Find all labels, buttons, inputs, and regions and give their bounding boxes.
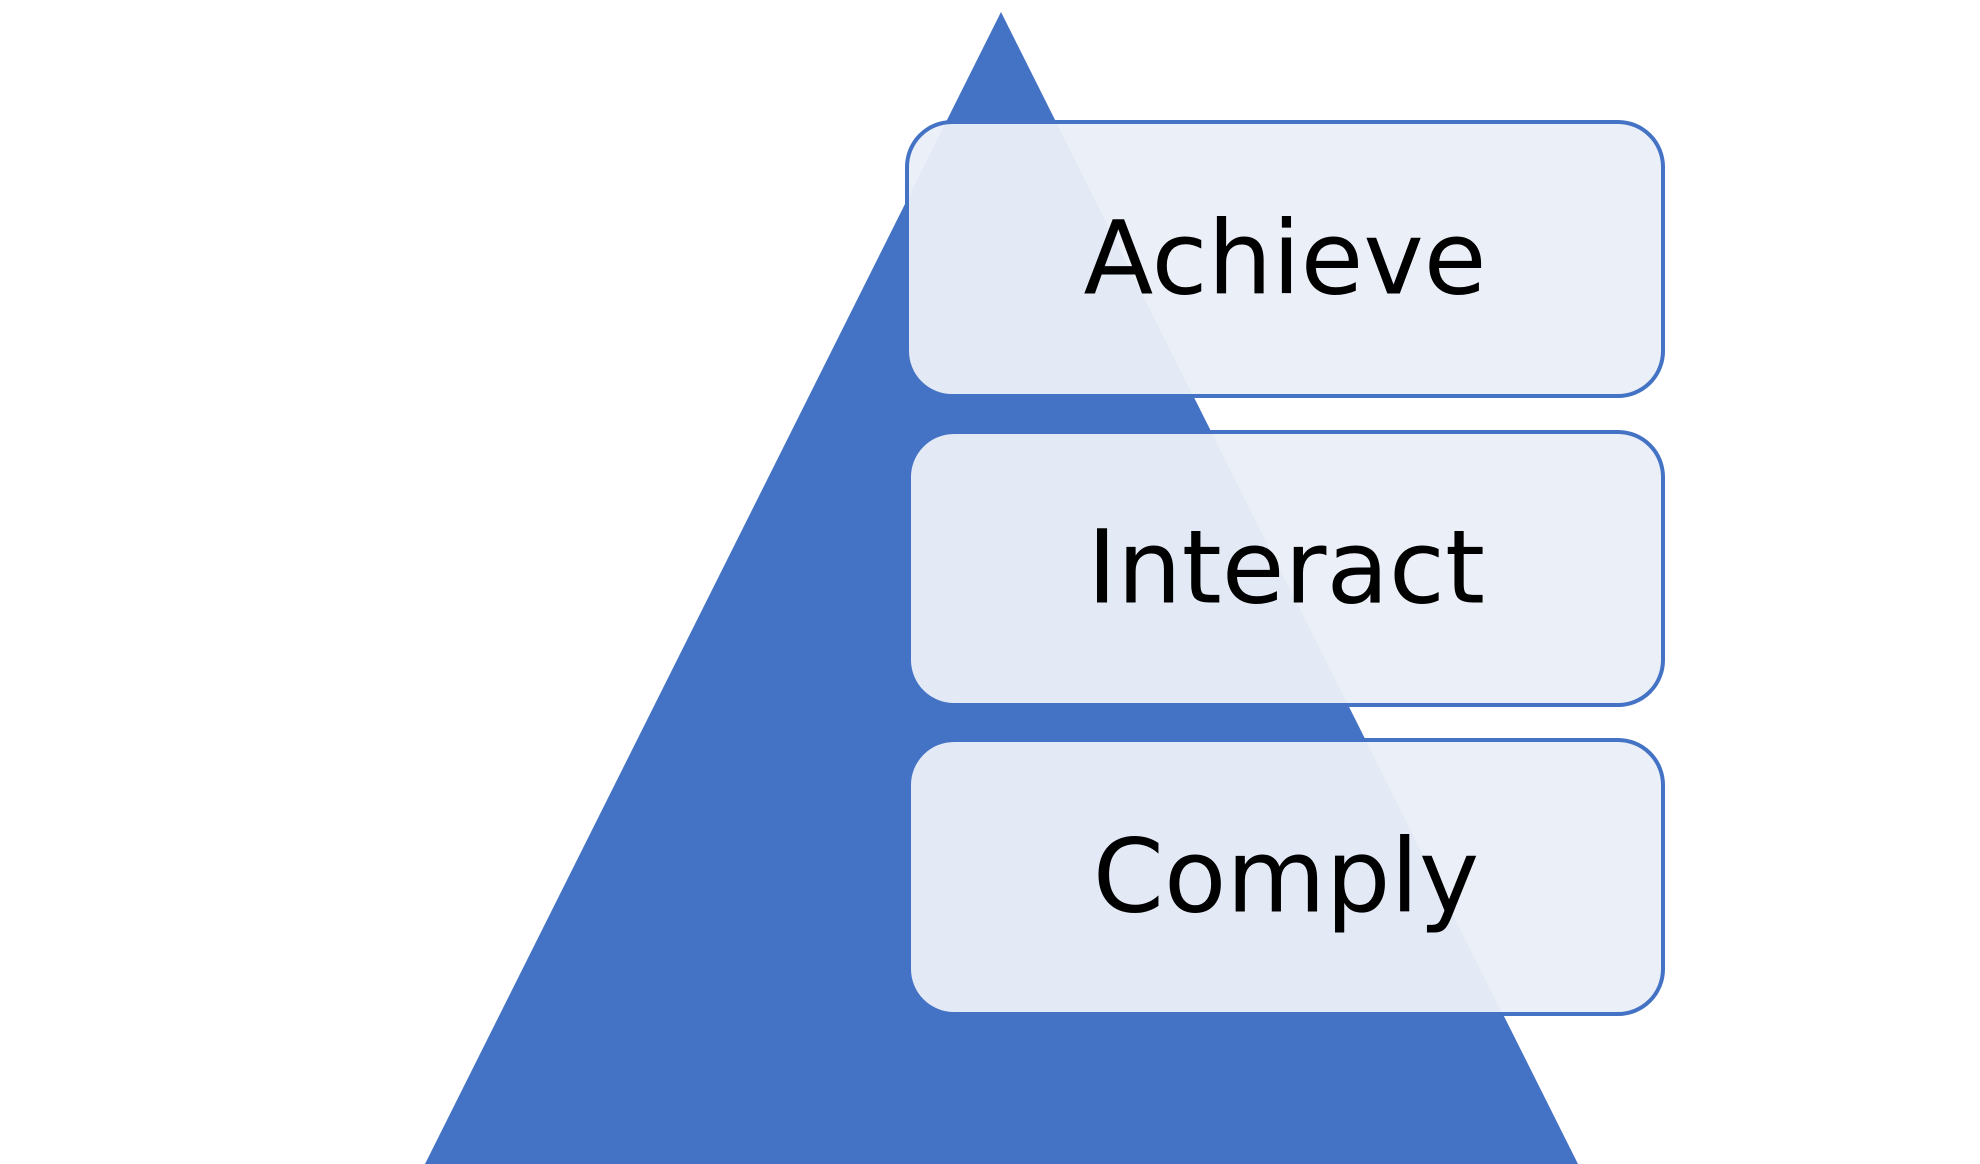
tier-label-achieve: Achieve <box>1084 200 1487 319</box>
tier-box-achieve <box>905 120 1665 398</box>
tier-box-interact <box>907 430 1665 707</box>
tier-interact: Interact <box>907 430 1665 707</box>
tier-comply: Comply <box>907 738 1665 1016</box>
tier-box-comply <box>907 738 1665 1016</box>
tier-achieve: Achieve <box>905 120 1665 398</box>
tier-label-comply: Comply <box>1093 818 1479 937</box>
tier-label-interact: Interact <box>1087 509 1485 628</box>
